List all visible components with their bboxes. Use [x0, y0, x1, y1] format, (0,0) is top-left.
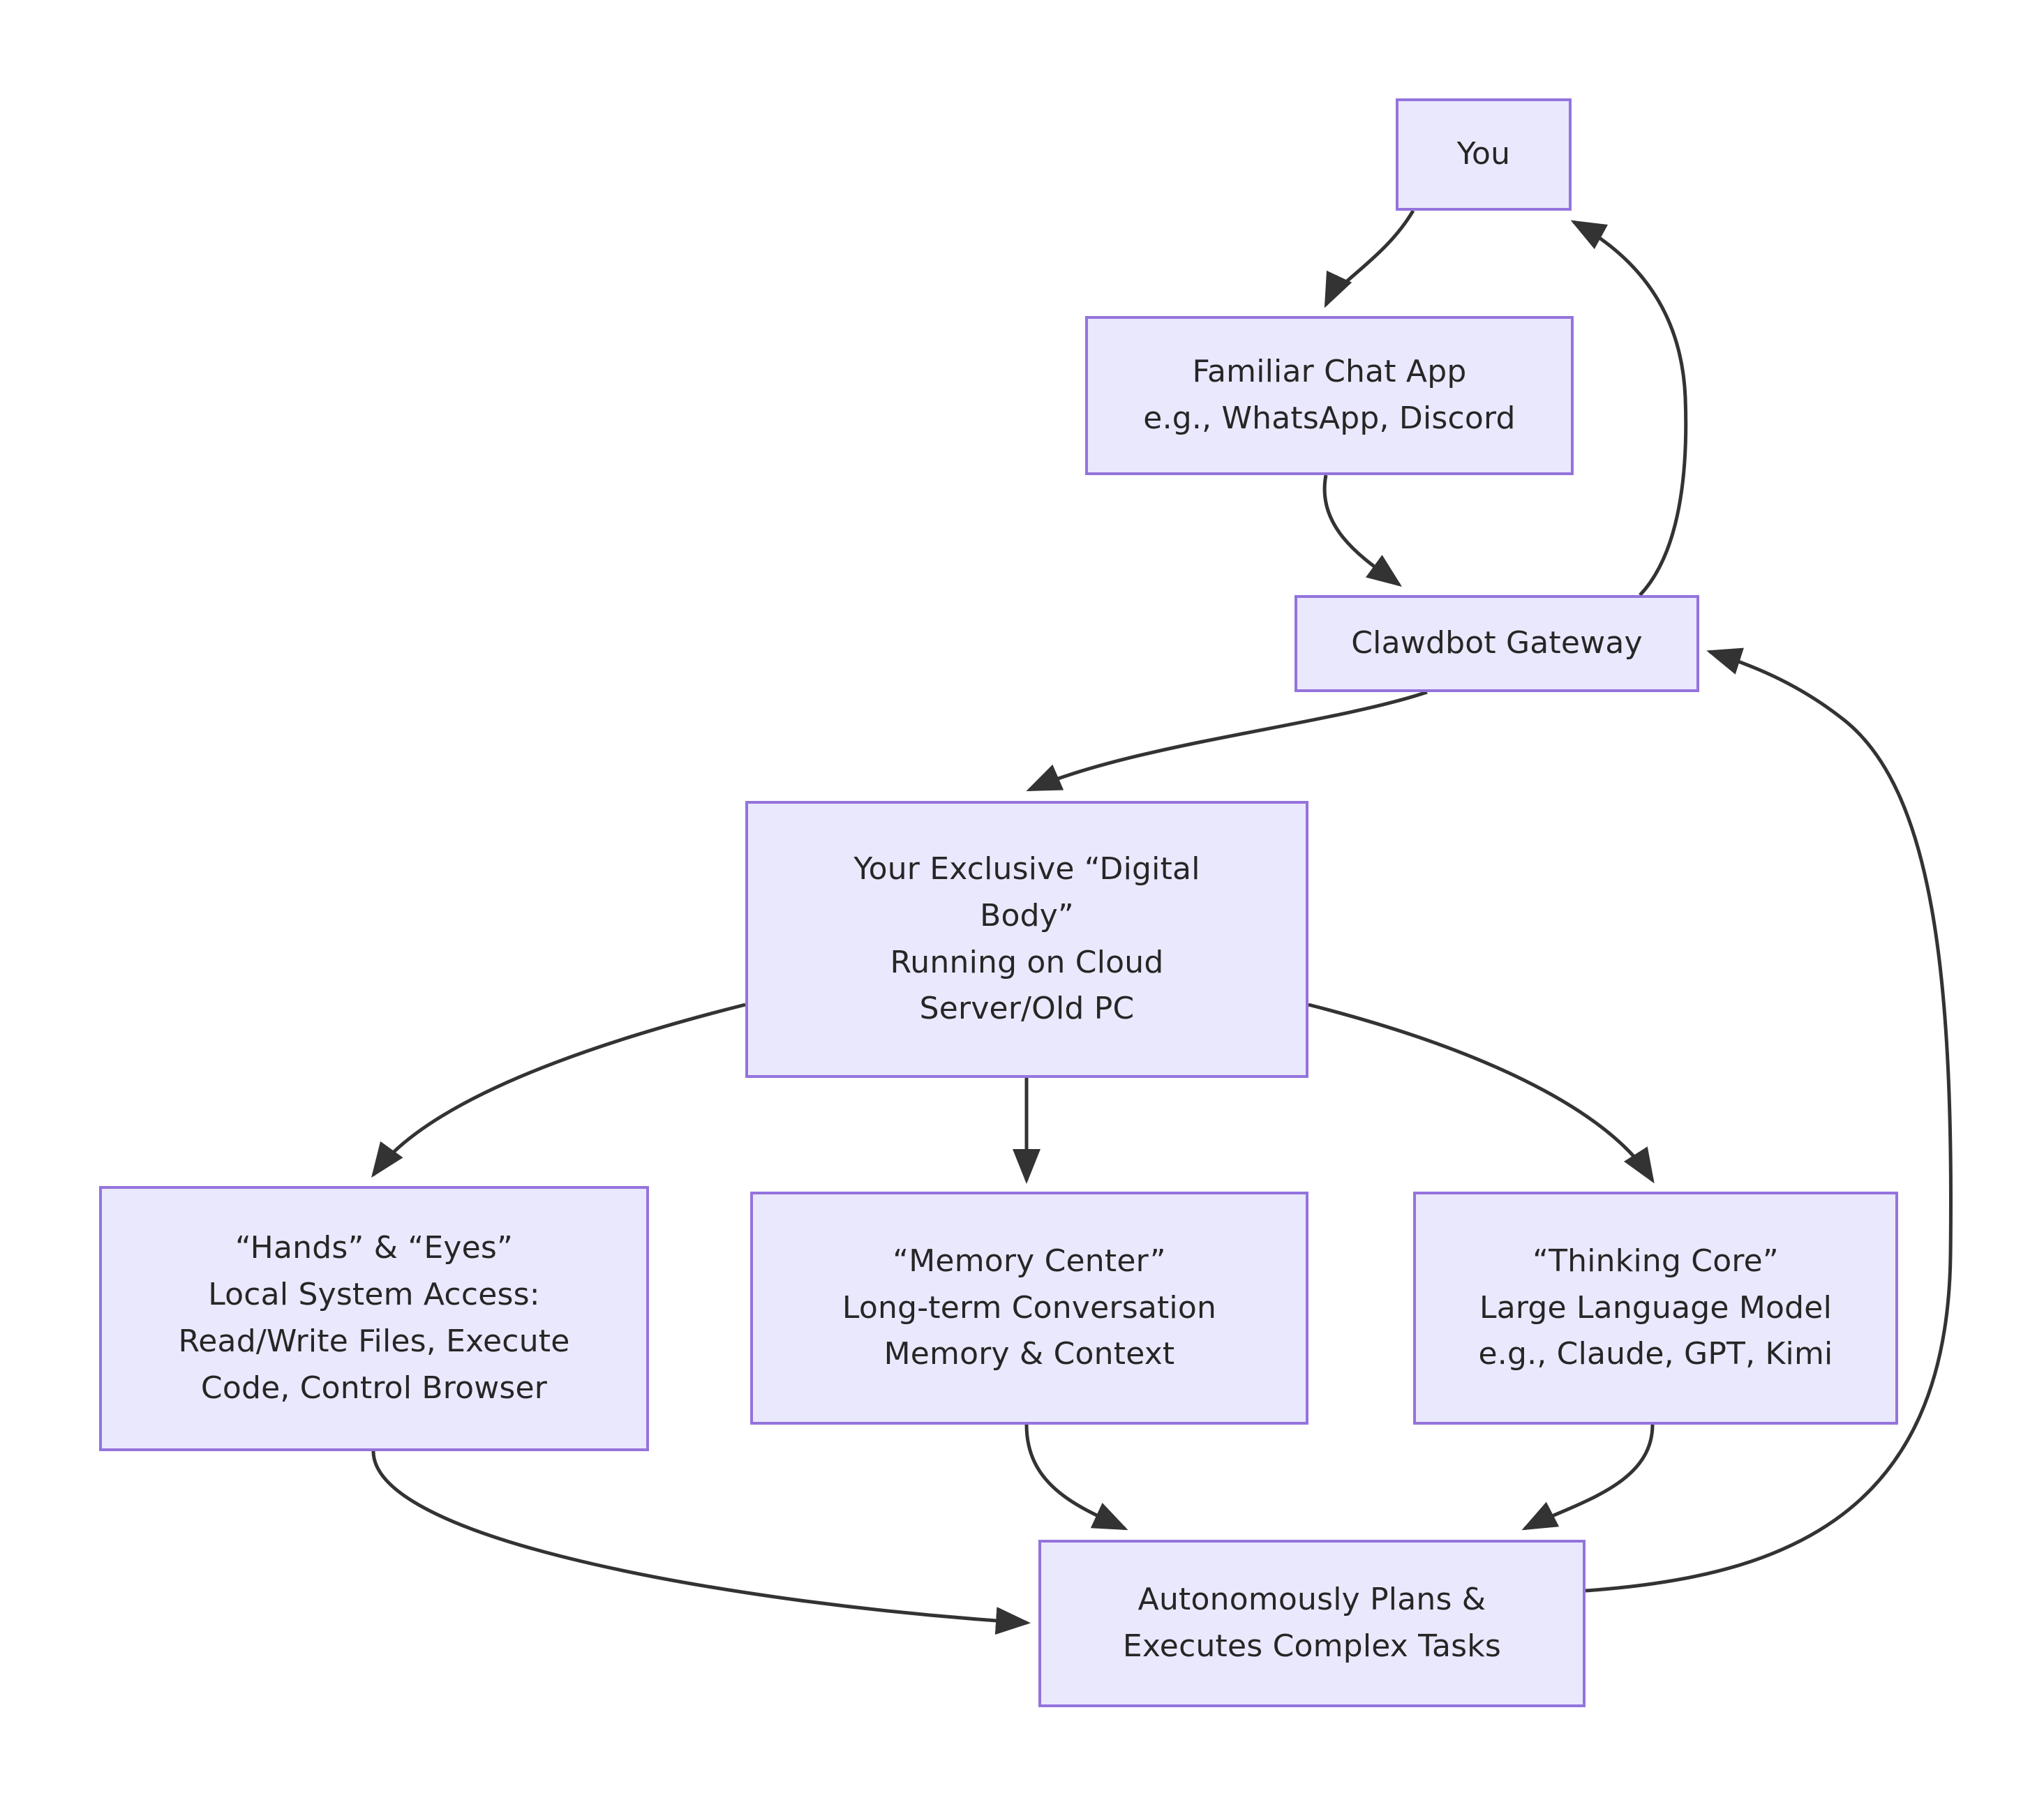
- edge-gateway-to-digital-body: [1026, 690, 1428, 792]
- edge-chat-app-to-gateway: [1322, 474, 1403, 587]
- node-hands-and-eyes[interactable]: “Hands” & “Eyes” Local System Access: Re…: [99, 1186, 649, 1451]
- node-thinking-core-line-2: e.g., Claude, GPT, Kimi: [1478, 1336, 1833, 1372]
- node-hands-and-eyes-line-1: Local System Access:: [208, 1277, 540, 1313]
- node-memory-center[interactable]: “Memory Center” Long-term Conversation M…: [750, 1192, 1308, 1425]
- node-familiar-chat-app-line-1: e.g., WhatsApp, Discord: [1143, 400, 1516, 436]
- edge-you-to-chat-app: [1324, 209, 1415, 308]
- edge-memory-center-to-autonomous: [1024, 1424, 1128, 1531]
- node-hands-and-eyes-line-0: “Hands” & “Eyes”: [235, 1230, 513, 1266]
- node-memory-center-line-2: Memory & Context: [883, 1336, 1175, 1372]
- node-hands-and-eyes-line-2: Read/Write Files, Execute: [178, 1323, 570, 1359]
- node-digital-body[interactable]: Your Exclusive “Digital Body” Running on…: [745, 801, 1308, 1078]
- node-thinking-core-line-1: Large Language Model: [1479, 1289, 1832, 1326]
- node-memory-center-line-1: Long-term Conversation: [842, 1289, 1217, 1326]
- edge-digital-body-to-hands-eyes: [371, 1003, 746, 1178]
- node-autonomously-plans-executes-line-1: Executes Complex Tasks: [1122, 1628, 1502, 1664]
- node-clawdbot-gateway[interactable]: Clawdbot Gateway: [1295, 595, 1699, 692]
- node-hands-and-eyes-line-3: Code, Control Browser: [200, 1370, 548, 1406]
- node-familiar-chat-app[interactable]: Familiar Chat App e.g., WhatsApp, Discor…: [1085, 316, 1574, 475]
- edge-digital-body-to-thinking-core: [1308, 1003, 1655, 1184]
- node-digital-body-line-2: Running on Cloud: [890, 944, 1164, 980]
- node-clawdbot-gateway-line-0: Clawdbot Gateway: [1351, 625, 1643, 661]
- node-autonomously-plans-executes-line-0: Autonomously Plans &: [1137, 1582, 1486, 1618]
- edge-thinking-core-to-autonomous: [1521, 1424, 1655, 1531]
- edge-hands-eyes-to-autonomous: [371, 1450, 1031, 1635]
- node-familiar-chat-app-line-0: Familiar Chat App: [1192, 354, 1467, 390]
- node-digital-body-line-1: Body”: [980, 897, 1074, 933]
- edge-autonomous-to-gateway: [1585, 647, 1953, 1593]
- edge-gateway-to-you: [1570, 220, 1688, 597]
- node-digital-body-line-3: Server/Old PC: [919, 991, 1135, 1027]
- node-thinking-core-line-0: “Thinking Core”: [1532, 1243, 1779, 1279]
- node-thinking-core[interactable]: “Thinking Core” Large Language Model e.g…: [1413, 1192, 1898, 1425]
- node-memory-center-line-0: “Memory Center”: [893, 1243, 1166, 1279]
- node-you[interactable]: You: [1396, 98, 1572, 211]
- node-you-line-0: You: [1456, 136, 1511, 172]
- node-digital-body-line-0: Your Exclusive “Digital: [853, 850, 1200, 887]
- node-autonomously-plans-executes[interactable]: Autonomously Plans & Executes Complex Ta…: [1038, 1540, 1586, 1707]
